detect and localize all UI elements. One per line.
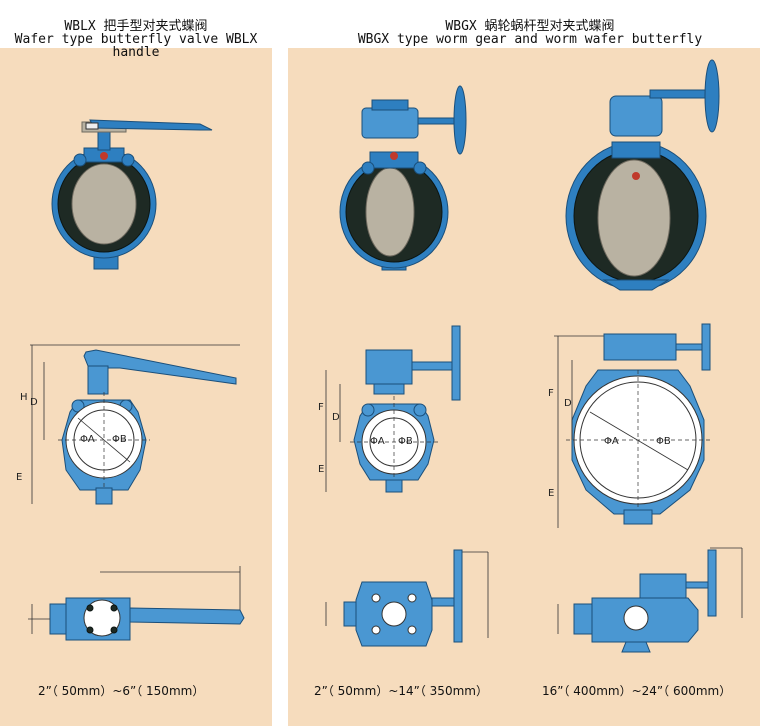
middle-caption: 2”（ 50mm）~14”（ 350mm） xyxy=(314,684,488,698)
dim-d-label-mid: D xyxy=(332,412,340,423)
dim-d-label-right: D xyxy=(564,398,572,409)
worm-valve-photo-large xyxy=(565,59,720,291)
left-title-en-2: handle xyxy=(112,45,160,60)
right-caption: 16”（ 400mm）~24”（ 600mm） xyxy=(542,684,732,698)
dim-phia-label-mid: ΦA xyxy=(370,436,385,447)
dim-h-label-left: H xyxy=(20,392,28,403)
worm-valve-top-drawing-large xyxy=(557,547,743,653)
dim-f-label-right: F xyxy=(548,388,554,399)
dim-d-label-left: D xyxy=(30,397,38,408)
handle-valve-top-drawing xyxy=(28,566,245,641)
left-title-cn: WBLX 把手型对夹式蝶阀 xyxy=(64,19,208,34)
worm-valve-photo-small xyxy=(339,85,467,271)
left-title: WBLX 把手型对夹式蝶阀 Wafer type butterfly valve… xyxy=(0,20,272,59)
left-caption: 2”（ 50mm）~6”（ 150mm） xyxy=(38,684,205,698)
dim-phib-label-left: ΦB xyxy=(112,434,127,445)
worm-valve-front-drawing-small: F D E ΦA ΦB xyxy=(318,325,461,493)
dim-phia-label-left: ΦA xyxy=(80,434,95,445)
dim-phia-label-right: ΦA xyxy=(604,436,619,447)
dim-phib-label-mid: ΦB xyxy=(398,436,413,447)
handle-valve-front-drawing: D E H ΦA ΦB xyxy=(16,344,240,505)
dim-e-label-right: E xyxy=(548,488,554,499)
dim-e-label-mid: E xyxy=(318,464,324,475)
dim-f-label-mid: F xyxy=(318,402,324,413)
right-title-cn: WBGX 蜗轮蜗杆型对夹式蝶阀 xyxy=(445,19,615,34)
left-title-en: Wafer type butterfly valve WBLX xyxy=(14,32,258,47)
dim-phib-label-right: ΦB xyxy=(656,436,671,447)
handle-valve-photo xyxy=(51,119,213,270)
dim-e-label-left: E xyxy=(16,472,22,483)
worm-valve-top-drawing-small xyxy=(325,549,489,647)
right-title-en: WBGX type worm gear and worm wafer butte… xyxy=(357,32,703,47)
right-title: WBGX 蜗轮蜗杆型对夹式蝶阀 WBGX type worm gear and … xyxy=(300,20,760,46)
worm-valve-front-drawing-large: F D E ΦA ΦB xyxy=(548,323,711,528)
